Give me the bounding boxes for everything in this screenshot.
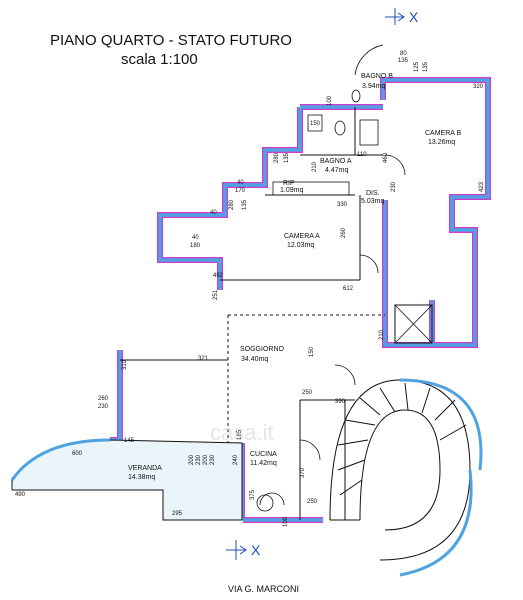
room-name-bagno-b: BAGNO B [361, 73, 393, 80]
dim-label: 251 [213, 289, 219, 300]
dim-label: 100 [327, 95, 333, 106]
dimension-labels: 80 135 125 135 320 100 150 110 460 423 2… [15, 51, 485, 527]
dim-label: 460 [383, 152, 389, 163]
room-name-rip: RIP [283, 180, 295, 187]
dim-label: 230 [196, 454, 202, 465]
dim-label: 200 [203, 454, 209, 465]
dim-label: 110 [357, 152, 367, 158]
dim-label: 280 [274, 152, 280, 163]
dim-label: 230 [391, 181, 397, 192]
dim-label: 185 [237, 429, 243, 440]
room-area-soggiorno: 34.40mq [241, 356, 268, 363]
room-name-soggiorno: SOGGIORNO [240, 346, 285, 353]
room-area-cucina: 11.42mq [250, 460, 277, 467]
dim-label: 150 [309, 346, 315, 357]
room-area-bagno-a: 4.47mq [325, 167, 348, 174]
dim-label: 260 [341, 227, 347, 238]
dim-label: 330 [337, 202, 348, 208]
dim-label: 200 [189, 454, 195, 465]
room-area-dis: 5.03mq [361, 198, 384, 205]
room-name-camera-b: CAMERA B [425, 130, 462, 137]
section-label-top: X [409, 9, 419, 25]
room-labels: BAGNO B 3.94mq CAMERA B 13.26mq BAGNO A … [128, 73, 462, 481]
dim-label: 600 [72, 451, 83, 457]
dim-label: 310 [122, 359, 128, 370]
dim-label: 240 [233, 454, 239, 465]
dim-label: 40 [237, 180, 244, 186]
dim-label: 280 [229, 199, 235, 210]
dim-label: 135 [242, 199, 248, 210]
dim-label: 210 [312, 161, 318, 172]
watermark: casa.it [210, 420, 274, 445]
plan-title: PIANO QUARTO - STATO FUTURO [50, 32, 292, 49]
dim-label: 135 [398, 58, 409, 64]
dim-label: 180 [190, 243, 201, 249]
room-area-camera-b: 13.26mq [428, 139, 455, 146]
dim-label: 423 [479, 181, 485, 192]
dim-label: 260 [98, 396, 109, 402]
dim-label: 210 [379, 329, 385, 340]
dim-label: 40 [192, 235, 199, 241]
doors [259, 44, 406, 506]
room-area-rip: 1.09mq [280, 187, 303, 194]
room-name-cucina: CUCINA [250, 451, 277, 458]
section-marker-bottom: X [226, 540, 261, 560]
section-marker-top: X [385, 8, 419, 25]
dim-label: 612 [343, 286, 354, 292]
dim-label: 150 [310, 121, 321, 127]
dim-label: 250 [307, 499, 318, 505]
dim-label: 370 [300, 467, 306, 478]
spiral-stair [329, 378, 483, 577]
dim-label: 170 [235, 188, 246, 194]
dim-label: 320 [473, 84, 484, 90]
dim-label: 230 [98, 404, 109, 410]
dim-label: 321 [198, 356, 209, 362]
room-name-veranda: VERANDA [128, 465, 162, 472]
dim-label: 125 [414, 61, 420, 72]
dim-label: 40 [210, 210, 217, 216]
dim-label: 375 [250, 489, 256, 500]
dim-label: 80 [400, 51, 407, 57]
room-area-camera-a: 12.03mq [287, 242, 314, 249]
section-label-bottom: X [251, 542, 261, 558]
dim-label: 390 [335, 399, 346, 405]
street-name: VIA G. MARCONI [228, 584, 299, 594]
shaft [394, 304, 433, 344]
dim-label: 100 [283, 516, 289, 527]
dim-label: 230 [210, 454, 216, 465]
dim-label: 250 [302, 390, 313, 396]
room-name-camera-a: CAMERA A [284, 233, 320, 240]
fixtures [256, 89, 379, 512]
dim-label: 490 [15, 492, 26, 498]
dim-label: 492 [213, 273, 224, 279]
dim-label: 135 [423, 61, 429, 72]
plan-scale: scala 1:100 [121, 51, 198, 68]
room-name-bagno-a: BAGNO A [320, 158, 352, 165]
dim-label: 145 [124, 438, 135, 444]
dim-label: 295 [172, 511, 183, 517]
dim-label: 135 [284, 152, 290, 163]
room-area-veranda: 14.38mq [128, 474, 155, 481]
room-name-dis: DIS. [366, 190, 380, 197]
room-area-bagno-b: 3.94mq [362, 83, 385, 90]
veranda-outline [10, 438, 243, 521]
